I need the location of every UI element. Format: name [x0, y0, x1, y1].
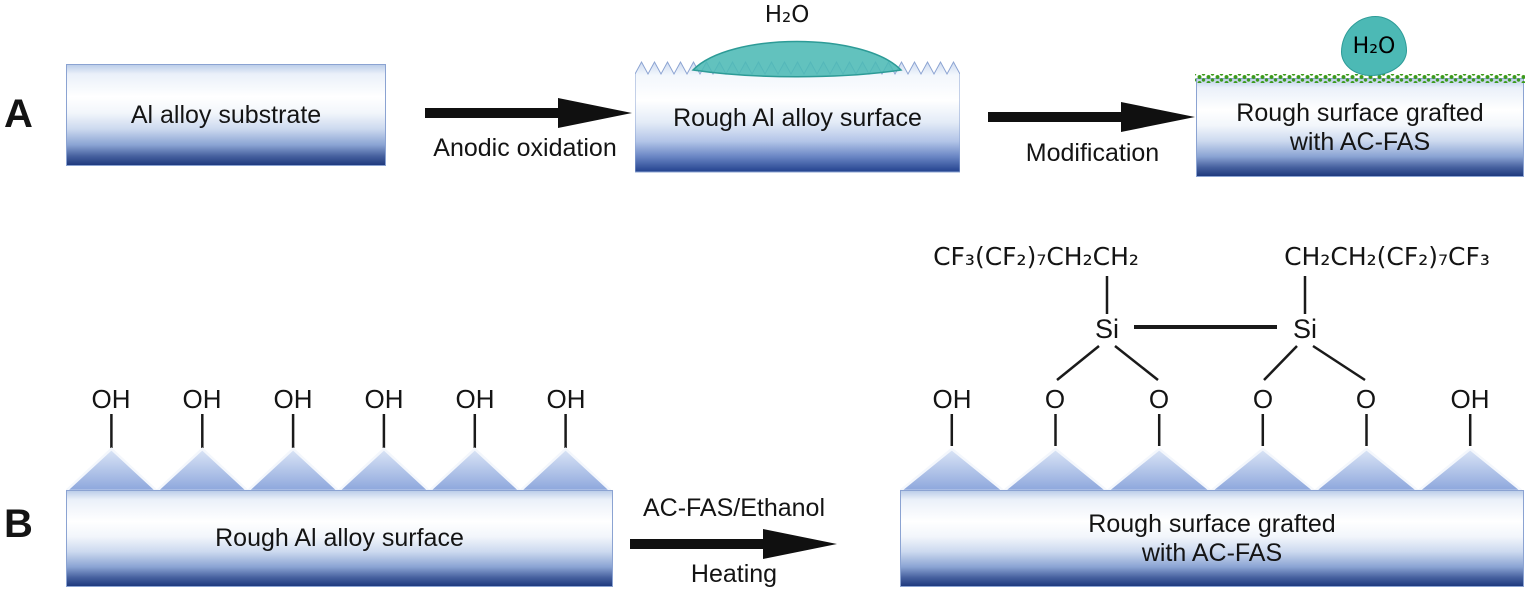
step-b-bottom-label: Heating [690, 560, 778, 588]
water-label-a: H₂O [764, 2, 810, 28]
si-atom-right: Si [1292, 314, 1317, 344]
step-b-top-label: AC-FAS/Ethanol [642, 494, 826, 522]
rough-al-surface-label: Rough Al alloy surface [673, 103, 922, 132]
fluoroalkyl-chain-right: CH₂CH₂(CF₂)₇CF₃ [1284, 242, 1490, 271]
rough-al-surface-block-b: Rough Al alloy surface [66, 490, 613, 587]
anodic-oxidation-arrow-icon [425, 98, 632, 128]
rough-al-surface-block [635, 40, 960, 173]
modification-arrow-icon [988, 102, 1195, 132]
oh-label-5: OH [455, 384, 495, 414]
grafted-surface-label-b-line1: Rough surface grafted [1088, 509, 1336, 538]
grafted-surface-block-b: Rough surface grafted with AC-FAS [900, 490, 1524, 587]
site-label-3: O [1148, 384, 1170, 414]
oh-label-2: OH [182, 384, 222, 414]
site-label-4: O [1252, 384, 1274, 414]
surface-bumps-right [900, 447, 1522, 492]
al-alloy-substrate-label: Al alloy substrate [130, 100, 322, 129]
oh-label-1: OH [91, 384, 131, 414]
grafted-surface-label-a-line1: Rough surface grafted [1236, 98, 1484, 127]
al-alloy-substrate-block: Al alloy substrate [66, 64, 386, 166]
site-label-6: OH [1450, 384, 1490, 414]
rough-al-surface-label-b: Rough Al alloy surface [215, 524, 464, 553]
grafted-surface-block-a: Rough surface grafted with AC-FAS [1195, 74, 1525, 177]
grafted-surface-label-a-line2: with AC-FAS [1289, 127, 1431, 156]
water-label-b: H₂O [1352, 33, 1396, 59]
surface-bumps-left [66, 447, 611, 492]
oh-label-3: OH [273, 384, 313, 414]
site-label-5: O [1355, 384, 1377, 414]
grafted-surface-label-b-line2: with AC-FAS [1141, 538, 1283, 567]
site-label-2: O [1044, 384, 1066, 414]
si-atom-left: Si [1094, 314, 1119, 344]
fas-coating-dots [1195, 74, 1525, 83]
oh-bond-lines-left [110, 414, 567, 448]
site-label-1: OH [932, 384, 972, 414]
reaction-arrow-icon [630, 529, 837, 559]
water-droplet-ball: H₂O [1341, 16, 1407, 76]
oh-label-6: OH [546, 384, 586, 414]
fluoroalkyl-chain-left: CF₃(CF₂)₇CH₂CH₂ [933, 242, 1139, 271]
panel-a-label: A [4, 92, 33, 136]
chemical-bond-lines [950, 276, 1472, 446]
oh-label-4: OH [364, 384, 404, 414]
panel-b-label: B [4, 502, 33, 546]
water-droplet-dome [691, 40, 903, 78]
step1-label: Anodic oxidation [433, 134, 617, 162]
step2-label: Modification [1025, 139, 1160, 167]
